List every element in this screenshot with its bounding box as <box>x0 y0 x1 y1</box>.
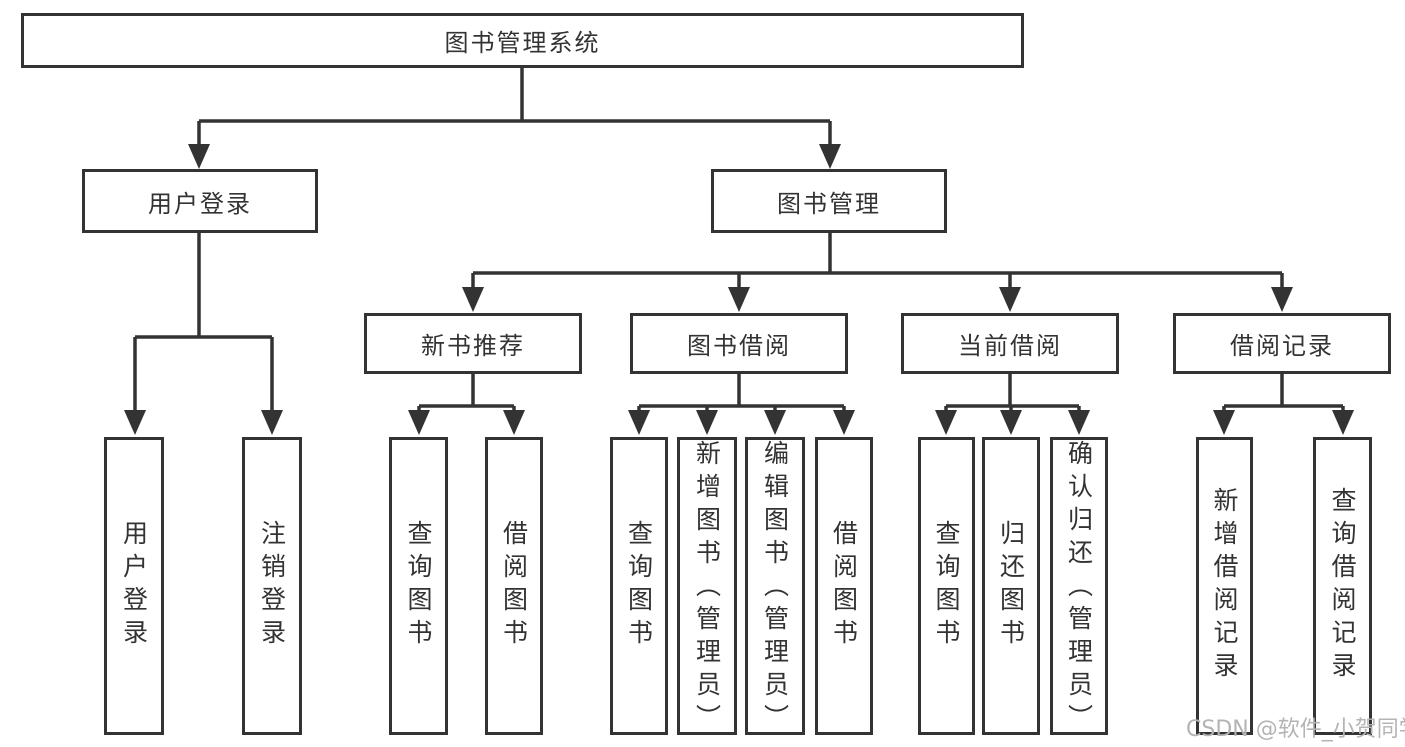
node-book-management-branch: 图书管理 <box>711 169 947 233</box>
leaf-edit-books-admin-label: 编辑图书（管理员） <box>760 440 790 737</box>
leaf-return-books-label: 归还图书 <box>996 520 1026 652</box>
leaf-logout: 注销登录 <box>242 437 302 735</box>
connector-strokes <box>133 68 1345 416</box>
leaf-query-books-current: 查询图书 <box>918 437 975 735</box>
node-book-borrow: 图书借阅 <box>630 313 848 374</box>
leaf-borrow-books-label: 借阅图书 <box>829 520 859 652</box>
connector-arrowheads <box>124 144 1354 435</box>
leaf-query-books-borrow-label: 查询图书 <box>624 520 654 652</box>
node-library-management-system: 图书管理系统 <box>21 13 1024 68</box>
leaf-user-login-label: 用户登录 <box>119 520 149 652</box>
leaf-return-books: 归还图书 <box>982 437 1040 735</box>
leaf-borrow-books: 借阅图书 <box>815 437 873 735</box>
leaf-logout-label: 注销登录 <box>257 520 287 652</box>
leaf-confirm-return-admin-label: 确认归还（管理员） <box>1064 440 1094 737</box>
leaf-borrow-books-recommend: 借阅图书 <box>485 437 543 735</box>
leaf-query-books-recommend: 查询图书 <box>389 437 448 735</box>
leaf-user-login: 用户登录 <box>104 437 164 735</box>
leaf-add-borrow-record-label: 新增借阅记录 <box>1210 487 1239 685</box>
node-borrow-records: 借阅记录 <box>1173 313 1391 374</box>
node-user-login-branch: 用户登录 <box>82 169 318 233</box>
csdn-watermark: CSDN @软件_小贺同学 <box>1186 717 1405 742</box>
leaf-query-books-borrow: 查询图书 <box>610 437 668 735</box>
leaf-add-borrow-record: 新增借阅记录 <box>1196 437 1253 735</box>
leaf-query-books-recommend-label: 查询图书 <box>404 520 433 652</box>
leaf-query-books-current-label: 查询图书 <box>932 520 961 652</box>
leaf-edit-books-admin: 编辑图书（管理员） <box>745 437 805 737</box>
leaf-confirm-return-admin: 确认归还（管理员） <box>1050 437 1108 737</box>
leaf-borrow-books-recommend-label: 借阅图书 <box>499 520 529 652</box>
node-current-borrow: 当前借阅 <box>901 313 1119 374</box>
node-new-book-recommend: 新书推荐 <box>364 313 582 374</box>
leaf-query-borrow-record-label: 查询借阅记录 <box>1328 487 1357 685</box>
leaf-add-books-admin-label: 新增图书（管理员） <box>692 440 722 737</box>
leaf-add-books-admin: 新增图书（管理员） <box>677 437 737 737</box>
leaf-query-borrow-record: 查询借阅记录 <box>1313 437 1372 735</box>
